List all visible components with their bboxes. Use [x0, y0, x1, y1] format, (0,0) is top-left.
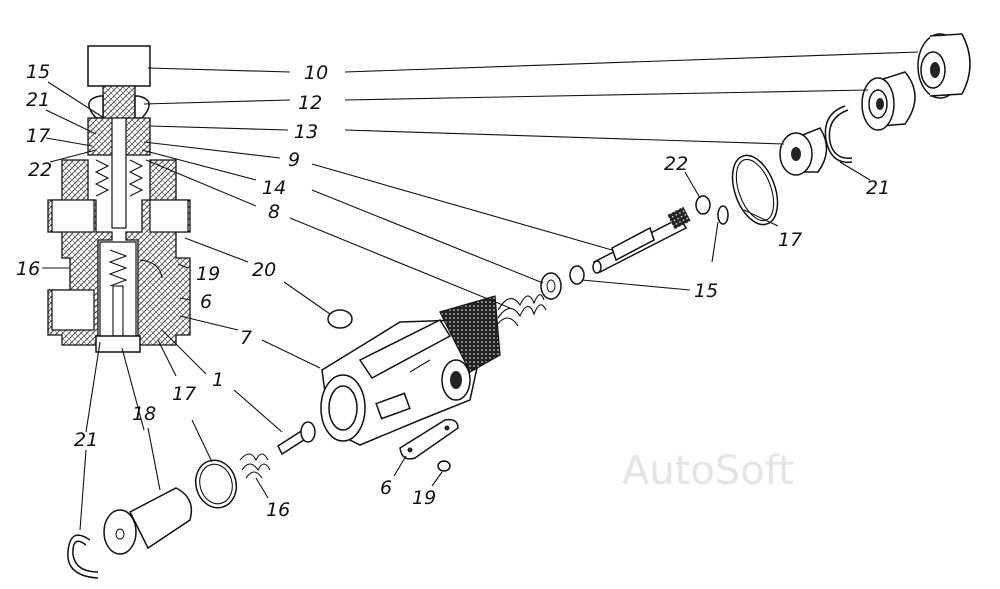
callout-17-left: 17	[26, 125, 50, 147]
callout-21-left: 21	[26, 89, 50, 111]
callout-17-bottom: 17	[172, 383, 196, 405]
boot-section	[88, 95, 150, 119]
boot-part-12-exploded	[861, 71, 916, 131]
o-ring-17-right	[731, 154, 779, 226]
callout-20: 20	[252, 259, 276, 281]
screw-19	[437, 460, 451, 472]
callout-21-bottom: 21	[74, 429, 98, 451]
callout-6-left: 6	[200, 291, 212, 313]
callout-6-bottom: 6	[380, 477, 392, 499]
cap-part-10	[87, 45, 151, 87]
callout-7: 7	[240, 327, 252, 349]
leader-lines	[42, 51, 919, 531]
callout-21-right: 21	[866, 177, 890, 199]
stem-section	[111, 117, 127, 229]
callout-22-left: 22	[28, 159, 52, 181]
callout-8: 8	[268, 201, 280, 223]
callout-18: 18	[132, 403, 156, 425]
port-upper-right	[149, 199, 189, 233]
snap-ring-21-bottom	[67, 534, 99, 579]
o-ring-17-bottom	[194, 459, 238, 509]
shaft-part-9-exploded	[592, 206, 691, 274]
callout-16-bottom: 16	[266, 499, 290, 521]
callout-19-left: 19	[196, 263, 220, 285]
cover-plate-hole-b	[444, 425, 450, 431]
lower-spring-section	[108, 249, 128, 287]
cross-section-view	[47, 45, 191, 353]
bottom-plug-section	[95, 335, 141, 353]
pin-part-1	[277, 421, 316, 456]
callout-10: 10	[304, 62, 328, 84]
snap-ring-21-right	[824, 105, 853, 164]
watermark-text: AutoSoft	[622, 448, 794, 494]
washer-14-hole	[546, 279, 556, 293]
washer-22-right	[695, 195, 711, 215]
cover-plate-6	[399, 418, 459, 460]
port-upper-left	[51, 199, 95, 233]
callout-14: 14	[262, 177, 286, 199]
callout-15-left: 15	[26, 61, 50, 83]
housing-detail	[139, 259, 163, 279]
spring-part-8	[495, 294, 547, 327]
callout-15-right: 15	[694, 280, 718, 302]
guide-part-13-exploded	[779, 127, 828, 176]
callout-9: 9	[288, 149, 300, 171]
plug-part-20	[327, 309, 353, 329]
callout-17-right: 17	[778, 229, 802, 251]
ring-15	[569, 265, 585, 285]
callout-16-left: 16	[16, 258, 40, 280]
callout-1: 1	[212, 369, 224, 391]
cover-plate-hole-a	[407, 447, 413, 453]
valve-body-part-7	[320, 295, 501, 446]
upper-spring-section	[94, 159, 144, 197]
spring-part-16	[239, 453, 271, 479]
callout-12: 12	[298, 92, 322, 114]
port-lower-left	[51, 289, 95, 331]
cap-part-10-exploded	[917, 33, 971, 99]
callout-19-bottom: 19	[412, 487, 436, 509]
ring-15-small	[717, 205, 729, 225]
callout-22-right: 22	[664, 153, 688, 175]
piston-part-18	[103, 487, 193, 555]
o-ring-17-bottom-inner	[199, 463, 233, 505]
valve-stem-section	[112, 285, 124, 337]
callout-13: 13	[294, 121, 318, 143]
